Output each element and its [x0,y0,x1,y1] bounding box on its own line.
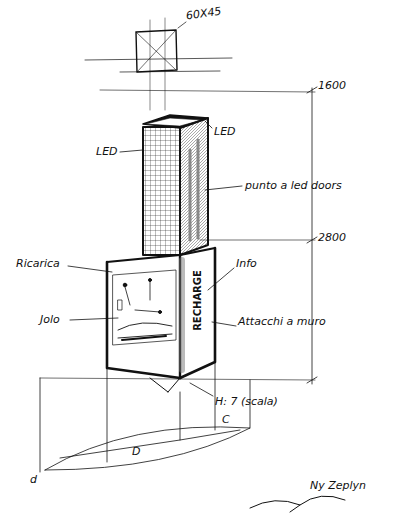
sketch-label: Ricarica [16,258,60,270]
sketch-label: RECHARGE [192,270,203,331]
sketch-label: 2800 [318,232,346,244]
sketch-label: LED [214,126,236,138]
sketch-label: D [132,446,140,458]
sketch-label: d [30,474,37,486]
recharge-body [107,248,215,392]
dimension-line [307,87,317,384]
sketch-label: Attacchi a muro [238,316,326,328]
plan-footprint [40,362,345,512]
sketch-label: Jolo [40,314,60,326]
sketch-label: punto a led doors [245,180,342,192]
sketch-label: C [222,414,230,426]
leader-line [68,121,242,396]
sketch-label: LED [96,146,118,158]
led-column [143,115,208,255]
sketch-label: 60X45 [185,6,222,23]
signature: Ny Zeplyn [310,480,366,492]
projection-line [40,90,315,380]
section-box [85,18,232,110]
sketch-label: 1600 [318,80,346,92]
sketch-label: Info [236,258,257,270]
sketch-label: H: 7 (scala) [215,396,278,408]
